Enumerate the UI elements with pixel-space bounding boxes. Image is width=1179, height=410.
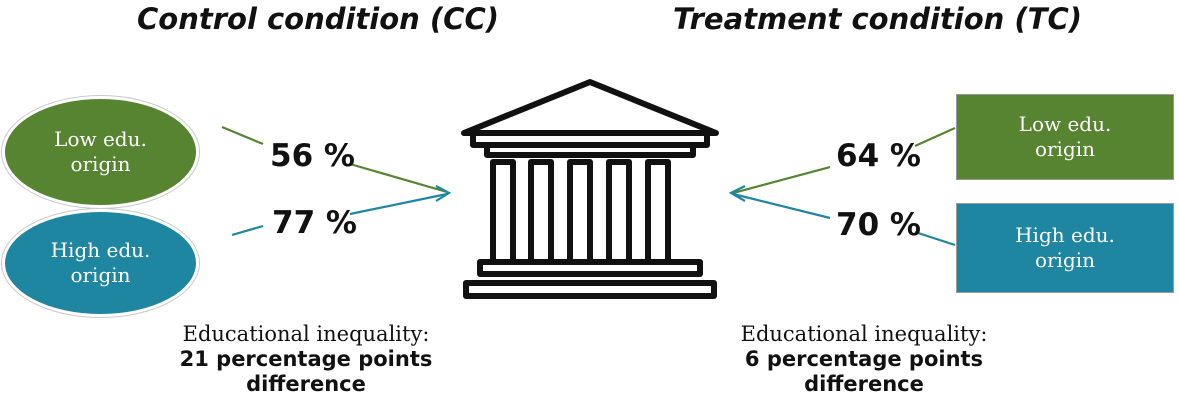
- cc-high-percentage: 77 %: [272, 205, 357, 241]
- cc-low-label-line1: Low edu.: [54, 127, 147, 151]
- cc-low-percentage: 56 %: [270, 138, 355, 174]
- tc-inequality-label: Educational inequality:: [740, 322, 988, 346]
- tc-high-origin-node: High edu. origin: [956, 203, 1174, 293]
- tc-low-origin-node: Low edu. origin: [956, 94, 1174, 180]
- tc-inequality-summary: Educational inequality: 6 percentage poi…: [699, 322, 1029, 398]
- tc-low-label-line2: origin: [1034, 137, 1096, 161]
- cc-inequality-value: 21 percentage points: [179, 347, 433, 372]
- cc-low-arrow: [349, 162, 448, 194]
- cc-low-origin-node: Low edu. origin: [2, 96, 199, 208]
- tc-high-label-line2: origin: [1034, 248, 1096, 272]
- cc-high-label-line1: High edu.: [50, 238, 151, 262]
- cc-low-connector: [221, 125, 264, 146]
- tc-high-connector: [914, 230, 956, 247]
- cc-high-origin-node: High edu. origin: [2, 209, 199, 317]
- cc-arrowhead: [435, 185, 452, 202]
- cc-inequality-unit: difference: [246, 372, 366, 397]
- tc-low-arrow: [732, 165, 831, 195]
- tc-low-label-line1: Low edu.: [1018, 112, 1112, 136]
- tc-low-connector: [914, 126, 956, 148]
- university-building-icon: [461, 79, 719, 299]
- tc-low-percentage: 64 %: [836, 138, 921, 174]
- tc-high-arrow: [732, 192, 831, 220]
- tc-high-percentage: 70 %: [836, 207, 921, 243]
- tc-inequality-unit: difference: [804, 372, 924, 397]
- treatment-condition-title: Treatment condition (TC): [673, 2, 1082, 36]
- tc-inequality-value: 6 percentage points: [744, 347, 984, 372]
- cc-high-label-line2: origin: [70, 263, 131, 287]
- cc-inequality-label: Educational inequality:: [182, 322, 430, 346]
- cc-high-arrow: [349, 192, 448, 216]
- cc-inequality-summary: Educational inequality: 21 percentage po…: [141, 322, 471, 398]
- cc-high-connector: [231, 224, 264, 237]
- tc-arrowhead: [728, 185, 746, 202]
- cc-low-label-line2: origin: [70, 152, 131, 176]
- control-condition-title: Control condition (CC): [137, 2, 499, 36]
- tc-high-label-line1: High edu.: [1015, 223, 1115, 247]
